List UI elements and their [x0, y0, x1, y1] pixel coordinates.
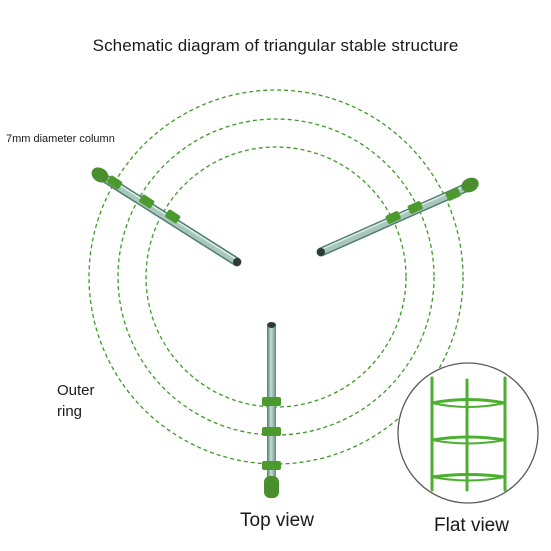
clip	[407, 201, 423, 214]
clip	[445, 188, 461, 201]
clip	[107, 175, 123, 190]
column-diameter-label: 7mm diameter column	[6, 133, 115, 145]
outer-ring-label-line1: Outer	[57, 382, 95, 399]
flat-view-label: Flat view	[434, 515, 509, 536]
stake-left	[91, 167, 242, 267]
clip	[262, 427, 281, 436]
outer-ring	[88, 89, 464, 465]
diagram-title: Schematic diagram of triangular stable s…	[92, 36, 459, 55]
outer-ring-label-line2: ring	[57, 403, 83, 420]
stake-cap	[461, 177, 479, 193]
clip	[165, 209, 181, 224]
stake-right	[316, 177, 479, 257]
clip	[262, 397, 281, 406]
stake-bottom	[262, 322, 281, 498]
clip	[385, 211, 401, 224]
outer-ring-label: Outer ring	[57, 380, 95, 422]
clip	[139, 194, 155, 209]
stake-cap	[264, 476, 279, 498]
stake-cap	[91, 167, 109, 183]
flat-view-inset	[397, 362, 539, 504]
top-view-label: Top view	[240, 510, 314, 531]
clip	[262, 461, 281, 470]
